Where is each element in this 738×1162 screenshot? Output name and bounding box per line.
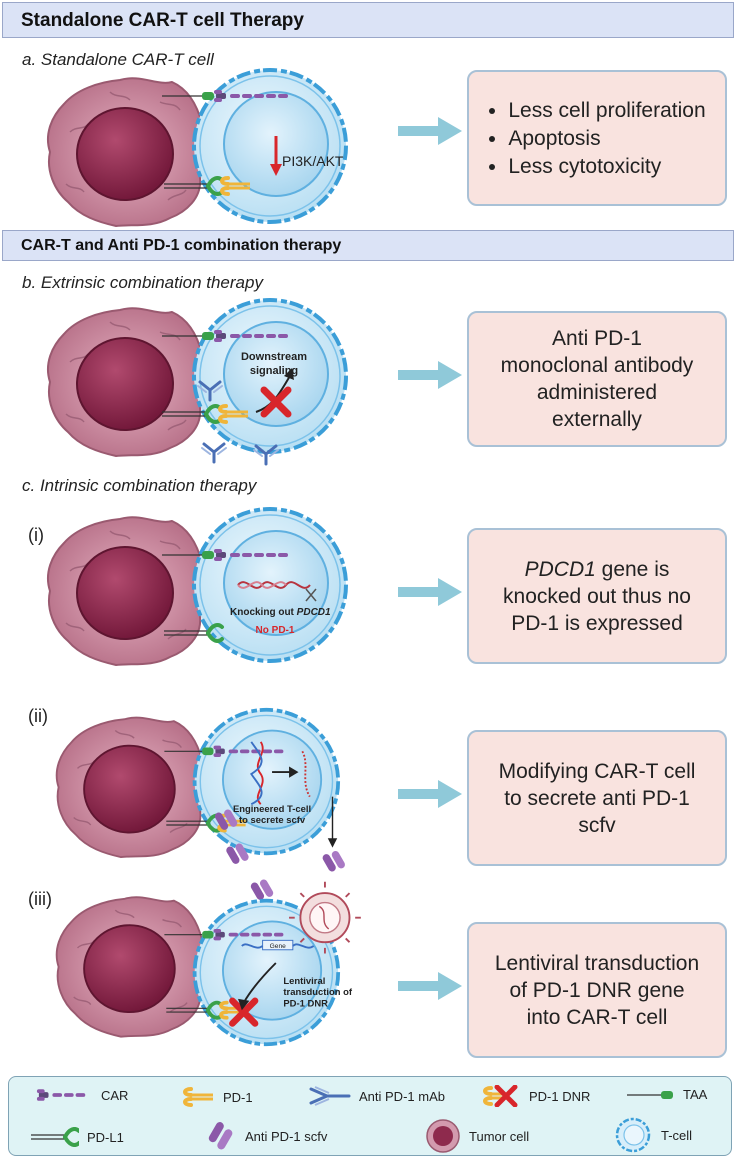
lentiviral-label-2: transduction of — [283, 987, 353, 998]
box-line: Anti PD-1 — [552, 327, 642, 350]
box-line: PDCD1 gene is — [524, 557, 670, 581]
panel-c-iii-label: (iii) — [28, 889, 52, 909]
bullet-item: Apoptosis — [508, 125, 705, 152]
box-line: knocked out thus no — [503, 584, 691, 608]
section-header-standalone: Standalone CAR-T cell Therapy — [2, 2, 734, 38]
legend-mab-text: Anti PD-1 mAb — [359, 1088, 445, 1104]
box-line: into CAR-T cell — [526, 1005, 668, 1029]
legend-taa-text: TAA — [683, 1087, 708, 1102]
panel-c-ii-result-box: Modifying CAR-T cell to secrete anti PD-… — [467, 730, 727, 866]
bullet-item: Less cell proliferation — [508, 97, 705, 124]
legend-scfv-text: Anti PD-1 scfv — [245, 1128, 328, 1144]
panel-a-result-box: Less cell proliferation Apoptosis Less c… — [467, 70, 727, 206]
panel-c-iii-result-box: Lentiviral transduction of PD-1 DNR gene… — [467, 922, 727, 1058]
panel-b-text: Anti PD-1 monoclonal antibody administer… — [501, 325, 694, 433]
panel-a-illustration: PI3K/AKT — [46, 68, 348, 227]
knocking-out-label: Knocking out PDCD1 — [230, 607, 331, 618]
legend: CAR PD-1 Anti PD-1 mAb PD-1 DNR TAA — [8, 1076, 732, 1156]
arrow-c-ii — [398, 780, 462, 808]
box-line: Modifying CAR-T cell — [498, 759, 696, 783]
panel-c-i-illustration: Knocking out PDCD1 No PD-1 — [46, 507, 348, 666]
box-line: monoclonal antibody — [500, 354, 694, 377]
panel-a-bullets: Less cell proliferation Apoptosis Less c… — [488, 96, 705, 181]
panel-b-illustration: Downstream signaling — [46, 298, 348, 466]
box-line: externally — [552, 408, 642, 431]
lentiviral-label-1: Lentiviral — [283, 976, 325, 987]
lentiviral-label-3: PD-1 DNR — [283, 998, 328, 1009]
legend-dnr: PD-1 DNR — [481, 1085, 590, 1107]
panel-b-subtitle: b. Extrinsic combination therapy — [22, 273, 263, 292]
pd1-dnr-legend-icon — [483, 1085, 518, 1107]
panel-c-iii-illustration: Gene Lentiviral transduction of PD-1 DNR — [55, 878, 361, 1047]
panel-c-i-label: (i) — [28, 525, 44, 545]
panel-c-subtitle: c. Intrinsic combination therapy — [22, 476, 257, 495]
legend-mab: Anti PD-1 mAb — [309, 1085, 445, 1107]
engineered-label-2: to secrete scfv — [239, 815, 306, 826]
arrow-c-i — [398, 578, 462, 606]
pd1-icon — [183, 1087, 213, 1107]
legend-pd1-text: PD-1 — [223, 1089, 253, 1105]
tumor-cell-legend-icon — [426, 1119, 460, 1153]
tumor-cell-icon — [46, 77, 209, 227]
pdl1-icon — [31, 1127, 79, 1147]
no-pd1-label: No PD-1 — [256, 625, 295, 636]
section-header-combination: CAR-T and Anti PD-1 combination therapy — [2, 230, 734, 261]
legend-scfv: Anti PD-1 scfv — [205, 1121, 327, 1151]
legend-dnr-text: PD-1 DNR — [529, 1088, 591, 1104]
bullet-item: Less cytotoxicity — [508, 153, 705, 180]
panel-c-ii-illustration: Engineered T-cell to secrete scfv — [55, 707, 347, 873]
t-cell-legend-icon — [615, 1117, 651, 1153]
car-icon — [36, 1089, 86, 1101]
legend-tcell: T-cell — [613, 1117, 692, 1153]
legend-tumor: Tumor cell — [425, 1119, 529, 1153]
legend-pdl1-text: PD-L1 — [87, 1129, 124, 1145]
arrow-a — [398, 117, 462, 145]
box-line: PD-1 is expressed — [511, 611, 683, 635]
legend-car-text: CAR — [101, 1087, 129, 1103]
box-line: scfv — [578, 813, 616, 837]
panel-b-result-box: Anti PD-1 monoclonal antibody administer… — [467, 311, 727, 447]
taa-icon — [627, 1090, 673, 1099]
section-header-combination-text: CAR-T and Anti PD-1 combination therapy — [21, 237, 342, 254]
legend-tumor-text: Tumor cell — [469, 1128, 530, 1144]
arrow-c-iii — [398, 972, 462, 1000]
legend-taa: TAA — [627, 1087, 707, 1102]
panel-c-i-result-box: PDCD1 gene is knocked out thus no PD-1 i… — [467, 528, 727, 664]
engineered-label-1: Engineered T-cell — [233, 804, 311, 815]
signaling-label: signaling — [250, 365, 298, 377]
legend-tcell-text: T-cell — [661, 1127, 693, 1143]
anti-pd1-scfv-icon — [208, 1122, 233, 1150]
arrow-b — [398, 361, 462, 389]
pi3k-akt-label: PI3K/AKT — [282, 153, 344, 169]
downstream-label: Downstream — [241, 351, 307, 363]
box-line: administered — [536, 381, 658, 404]
anti-pd1-mab-icon — [309, 1086, 351, 1106]
legend-pd1: PD-1 — [181, 1087, 253, 1107]
box-line: to secrete anti PD-1 — [504, 786, 690, 810]
box-line: of PD-1 DNR gene — [509, 978, 685, 1002]
section-header-standalone-text: Standalone CAR-T cell Therapy — [21, 10, 304, 31]
legend-pdl1: PD-L1 — [29, 1127, 124, 1147]
lentivirus-icon — [289, 881, 361, 954]
panel-c-i-text: PDCD1 gene is knocked out thus no PD-1 i… — [503, 556, 691, 637]
panel-a-subtitle: a. Standalone CAR-T cell — [22, 50, 214, 69]
panel-c-iii-text: Lentiviral transduction of PD-1 DNR gene… — [495, 950, 699, 1031]
legend-car: CAR — [35, 1087, 128, 1103]
panel-c-ii-label: (ii) — [28, 706, 48, 726]
panel-c-ii-text: Modifying CAR-T cell to secrete anti PD-… — [499, 758, 696, 839]
gene-label: Gene — [270, 943, 286, 950]
box-line: Lentiviral transduction — [494, 951, 700, 975]
